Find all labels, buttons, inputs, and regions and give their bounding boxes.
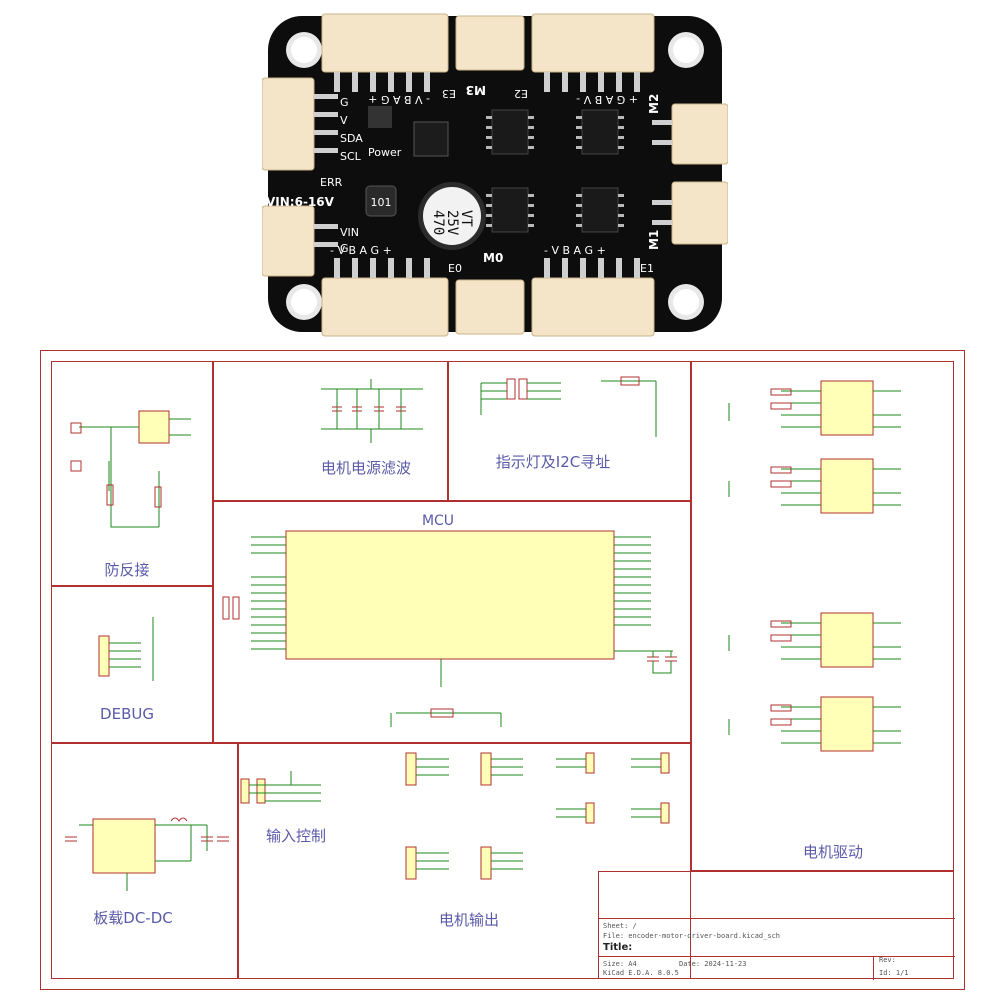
mcu-chip-symbol (222, 530, 677, 727)
mounting-hole (668, 284, 704, 320)
mounting-hole (286, 284, 322, 320)
cap-type: VT (458, 210, 474, 227)
tb-title-label: Title: (603, 942, 633, 953)
frame-mcu (213, 501, 691, 743)
err-label: ERR (320, 176, 343, 189)
label-m1: M1 (647, 230, 661, 250)
i2c-pin-scl: SCL (340, 150, 362, 163)
vin-pin-vin: VIN (340, 226, 359, 239)
frame-motor-drive (691, 361, 954, 871)
tb-sheet: Sheet: / (603, 922, 637, 930)
cap-value: 470 (430, 210, 446, 235)
pin-labels-bottom-left: - V B A G + (330, 244, 392, 257)
frame-input-output (238, 743, 691, 979)
schematic-sheet: 防反接 电机电源滤波 指示灯及I2C寻址 MCU DEBUG 输入控制 电机输出… (40, 350, 965, 990)
tb-rev: Rev: (879, 956, 896, 964)
vin-pin-g: G (340, 242, 349, 255)
connector-m0 (455, 279, 525, 335)
tb-id: Id: 1/1 (879, 969, 909, 977)
debug-header (98, 617, 154, 681)
label-m3: M3 (466, 83, 486, 97)
inductor (365, 185, 397, 217)
driver-chip-4 (581, 187, 619, 233)
title-reverse-protect: 防反接 (104, 561, 150, 579)
cap-voltage: 25V (444, 210, 460, 236)
frame-indicator (448, 361, 691, 501)
connector-i2c (262, 77, 315, 171)
label-m2: M2 (647, 94, 661, 114)
tb-date: Date: 2024-11-23 (679, 960, 747, 968)
reverse-protect-circuit (70, 410, 191, 528)
label-e1: E1 (640, 262, 654, 275)
electrolytic-capacitor: 470 25V VT (418, 182, 486, 250)
title-input-control: 输入控制 (265, 827, 327, 845)
indicator-circuit (480, 376, 657, 437)
tb-kicad: KiCad E.D.A. 8.0.5 (603, 969, 679, 977)
label-e2: E2 (514, 87, 528, 100)
vin-label: VIN:6-16V (266, 195, 335, 209)
pin-labels-top-right: + G A B V - (576, 93, 638, 106)
frame-motor-filter (213, 361, 448, 501)
connector-e2 (531, 13, 655, 73)
mounting-hole (286, 32, 322, 68)
connector-e0 (321, 277, 449, 337)
mounting-hole (668, 32, 704, 68)
pcb-board-photo: 101 470 25V VT VIN:6-16V Power ERR - V B… (262, 13, 728, 337)
tb-file: File: encoder-motor-driver-board.kicad_s… (603, 932, 781, 940)
dcdc-circuit (65, 817, 229, 891)
title-mcu: MCU (421, 513, 455, 529)
connector-m1 (671, 181, 728, 245)
i2c-pin-g: G (340, 96, 349, 109)
title-debug: DEBUG (100, 705, 154, 723)
input-control-circuit (240, 771, 321, 804)
mcu-chip (413, 121, 449, 157)
driver-chip-1 (491, 109, 529, 155)
driver-chip-2 (581, 109, 619, 155)
label-e0: E0 (448, 262, 462, 275)
pin-labels-bottom-right: - V B A G + (544, 244, 606, 257)
motor-filter-circuit (321, 379, 423, 443)
frame-reverse-protect (51, 361, 213, 586)
i2c-pin-sda: SDA (340, 132, 363, 145)
connector-m2 (671, 103, 728, 165)
connector-vin (262, 205, 315, 277)
power-label: Power (368, 146, 402, 159)
title-indicator-i2c: 指示灯及I2C寻址 (495, 453, 611, 471)
motor-output-circuit (405, 752, 670, 880)
motor-drive-circuit (728, 380, 901, 752)
connector-e3 (321, 13, 449, 73)
connector-m3 (455, 15, 525, 71)
title-motor-drive: 电机驱动 (802, 843, 864, 861)
i2c-pin-v: V (340, 114, 348, 127)
label-e3: E3 (442, 87, 456, 100)
pin-labels-top-left: - V B A G + (368, 93, 430, 106)
driver-chip-3 (491, 187, 529, 233)
frame-dcdc (51, 743, 238, 979)
schematic-drawing (65, 376, 901, 891)
title-motor-filter: 电机电源滤波 (320, 459, 412, 477)
title-onboard-dcdc: 板载DC-DC (93, 909, 173, 927)
status-chip (368, 106, 392, 128)
frame-debug (51, 586, 213, 743)
connector-e1 (531, 277, 655, 337)
label-m0: M0 (483, 251, 503, 265)
title-motor-output: 电机输出 (438, 911, 500, 929)
inductor-label: 101 (371, 196, 392, 209)
title-block: Sheet: / File: encoder-motor-driver-boar… (598, 871, 955, 980)
tb-size: Size: A4 (603, 960, 637, 968)
